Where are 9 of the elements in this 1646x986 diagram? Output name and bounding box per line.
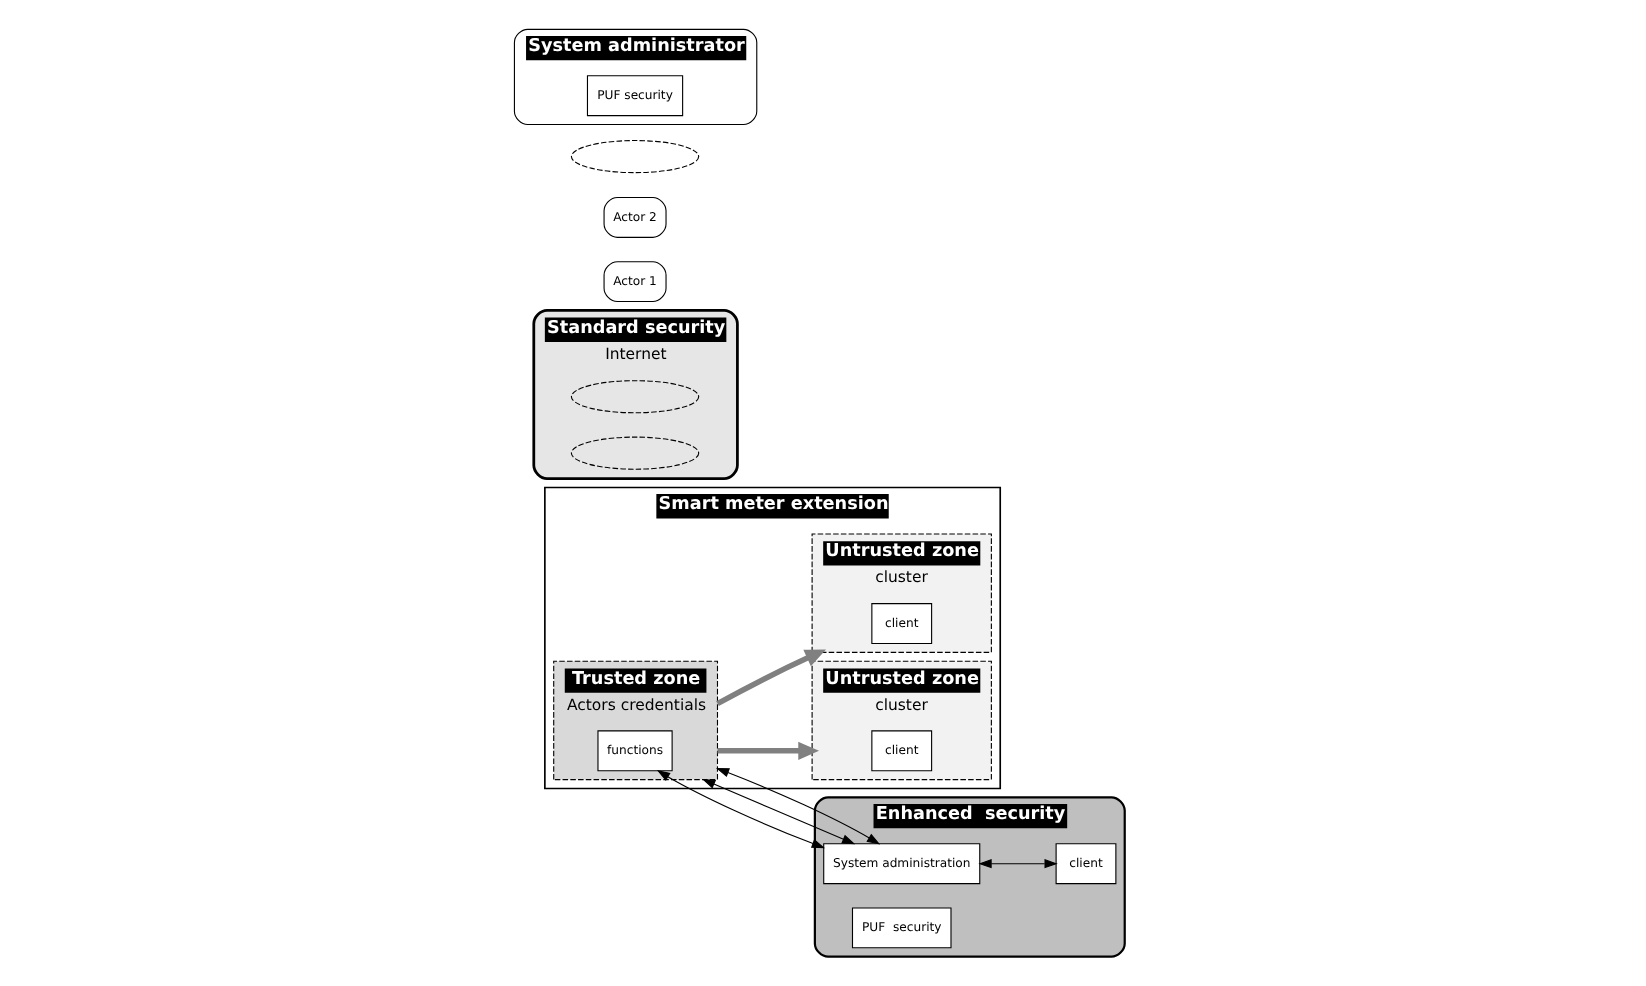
node-ellipse: [569, 436, 699, 470]
node-ellipse: [569, 140, 699, 174]
arrow: [701, 778, 855, 845]
node-ellipse: [569, 380, 699, 414]
arrow: [655, 770, 825, 849]
arrow: [977, 859, 1057, 869]
arrow: [715, 649, 825, 707]
arrow: [716, 741, 818, 760]
arrow: [714, 767, 880, 845]
